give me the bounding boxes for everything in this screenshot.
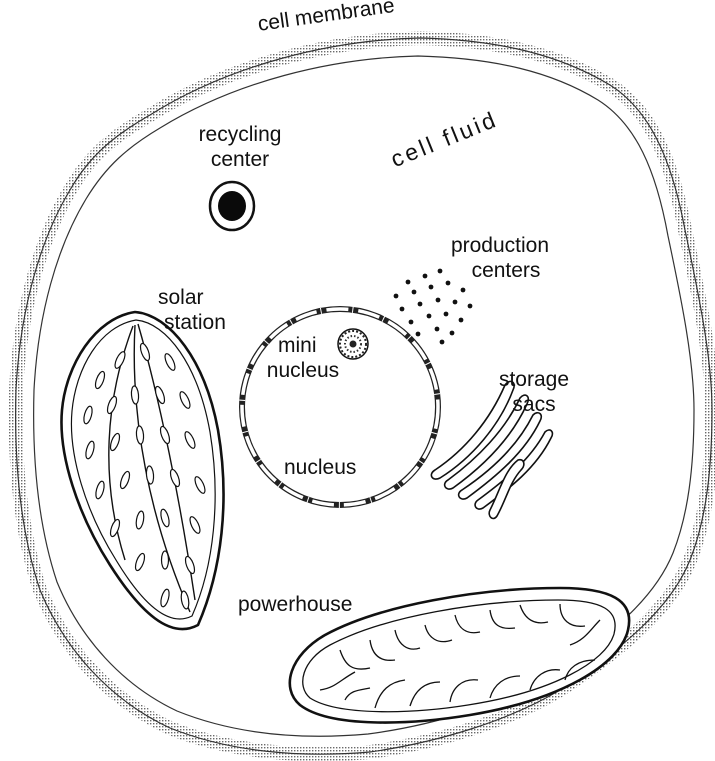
production-centers-label-line2: centers xyxy=(430,258,570,283)
production-centers-label: production centers xyxy=(430,233,570,283)
storage-sacs-label-line1: storage xyxy=(484,367,584,392)
solar-station-label-line1: solar xyxy=(158,285,226,310)
recycling-center-label: recycling center xyxy=(190,122,290,172)
production-centers-label-line1: production xyxy=(430,233,570,258)
powerhouse-label: powerhouse xyxy=(238,592,352,617)
mini-nucleus-label-line2: nucleus xyxy=(258,358,348,383)
storage-sacs-label: storage sacs xyxy=(484,367,584,417)
recycling-center-label-line1: recycling xyxy=(190,122,290,147)
mini-nucleus-label: mini nucleus xyxy=(258,333,348,383)
solar-station-label-line2: station xyxy=(158,310,226,335)
recycling-center-shape xyxy=(210,182,254,230)
nucleus-label: nucleus xyxy=(284,455,356,480)
mini-nucleus-label-line1: mini xyxy=(258,333,348,358)
recycling-center-label-line2: center xyxy=(190,147,290,172)
solar-station-label: solar station xyxy=(158,285,226,335)
storage-sacs-label-line2: sacs xyxy=(484,392,584,417)
solar-station-shape xyxy=(61,312,223,629)
